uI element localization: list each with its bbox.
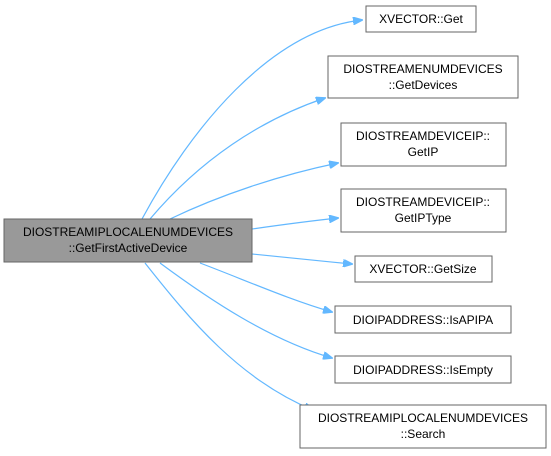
callee-node-box [327,55,519,99]
callee-node-label: DIOIPADDRESS::IsAPIPA [353,313,493,327]
edge-to-getip [169,163,338,220]
callee-node-label-line2: ::Search [401,427,446,441]
root-node-label-line1: DIOSTREAMIPLOCALENUMDEVICES [23,225,233,239]
callee-node-label: DIOIPADDRESS::IsEmpty [353,363,493,377]
callee-node-getdevices[interactable]: DIOSTREAMENUMDEVICES ::GetDevices [327,55,519,99]
edge-to-search [144,262,313,410]
callee-node-search[interactable]: DIOSTREAMIPLOCALENUMDEVICES ::Search [299,404,547,449]
callee-node-label-line1: DIOSTREAMDEVICEIP:: [356,195,490,209]
callee-node-xvector-get[interactable]: XVECTOR::Get [365,5,477,33]
callee-node-box [354,255,493,283]
root-node[interactable]: DIOSTREAMIPLOCALENUMDEVICES ::GetFirstAc… [3,218,253,263]
callee-node-getsize[interactable]: XVECTOR::GetSize [354,255,493,283]
callee-node-label: XVECTOR::GetSize [369,262,476,276]
edge-to-getiptype [251,218,338,230]
callee-node-box [365,5,477,33]
callee-node-box [299,404,547,449]
edge-to-xvector-get [141,20,362,220]
root-node-label-line2: ::GetFirstActiveDevice [69,241,188,255]
edge-to-getsize [251,253,352,264]
callee-node-label-line1: DIOSTREAMIPLOCALENUMDEVICES [318,411,528,425]
callee-node-box [334,355,512,384]
edges [141,20,362,410]
root-node-box [3,218,253,263]
callee-node-label-line1: DIOSTREAMDEVICEIP:: [356,129,490,143]
callee-node-box [340,122,507,167]
callee-node-isapipa[interactable]: DIOIPADDRESS::IsAPIPA [334,305,512,334]
callee-node-label-line2: ::GetDevices [389,78,458,92]
callee-node-box [334,305,512,334]
edge-to-isempty [159,262,332,358]
callee-node-label-line2: GetIPType [395,211,452,225]
callee-node-getiptype[interactable]: DIOSTREAMDEVICEIP:: GetIPType [340,188,507,233]
edge-to-isapipa [199,262,332,312]
edge-to-getdevices [149,98,325,220]
callee-node-getip[interactable]: DIOSTREAMDEVICEIP:: GetIP [340,122,507,167]
callee-node-isempty[interactable]: DIOIPADDRESS::IsEmpty [334,355,512,384]
callee-node-label-line2: GetIP [408,145,439,159]
callee-node-label-line1: DIOSTREAMENUMDEVICES [343,62,502,76]
callee-node-box [340,188,507,233]
callee-node-label: XVECTOR::Get [379,12,463,26]
